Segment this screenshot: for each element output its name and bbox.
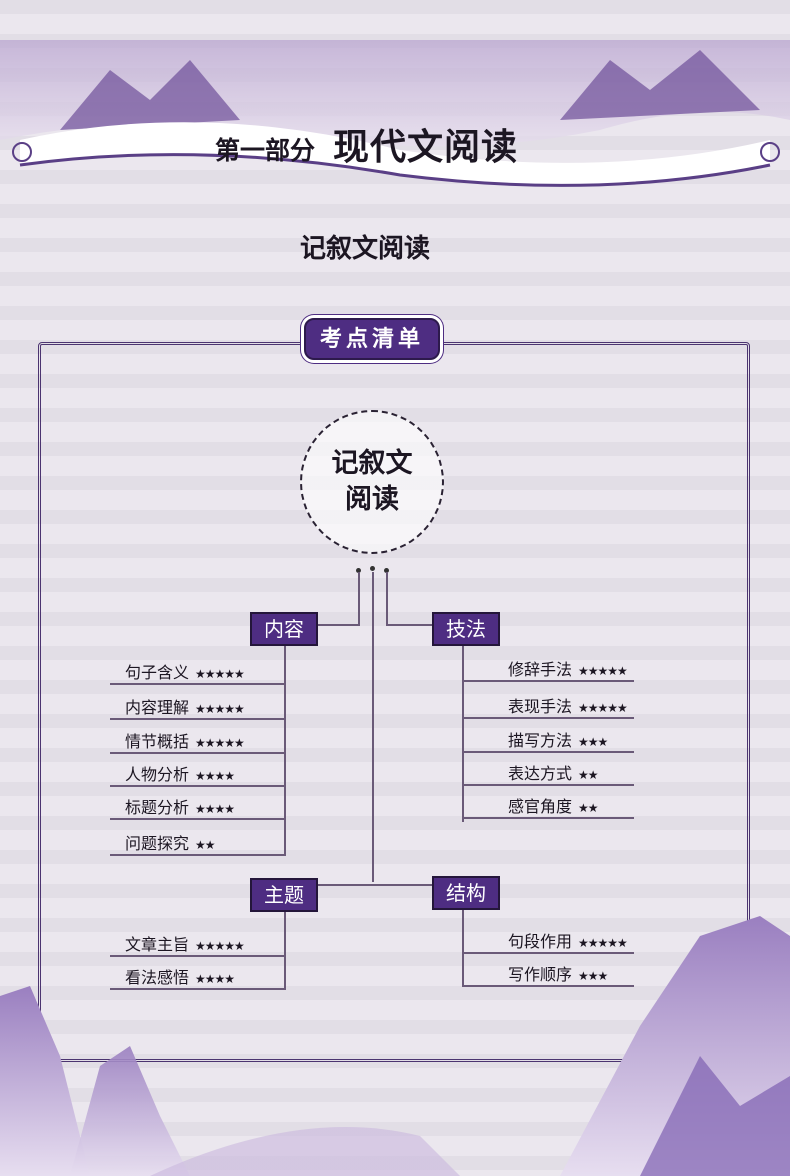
branch-line bbox=[284, 646, 286, 856]
star-rating: ★★★★★ bbox=[195, 736, 245, 750]
star-rating: ★★★★ bbox=[195, 972, 235, 986]
star-rating: ★★ bbox=[578, 801, 598, 815]
branch-structure: 结构 bbox=[432, 876, 500, 910]
item-name: 表达方式 bbox=[508, 764, 573, 783]
item-name: 看法感悟 bbox=[125, 968, 190, 987]
list-item: 句子含义 ★★★★★ bbox=[125, 659, 245, 683]
list-item: 句段作用 ★★★★★ bbox=[508, 928, 628, 952]
star-rating: ★★★★★ bbox=[578, 664, 628, 678]
item-name: 表现手法 bbox=[508, 697, 573, 716]
connector bbox=[386, 572, 388, 624]
branch-line bbox=[462, 910, 464, 986]
star-rating: ★★★★★ bbox=[195, 702, 245, 716]
item-name: 文章主旨 bbox=[125, 935, 190, 954]
center-node: 记叙文 阅读 bbox=[300, 410, 444, 554]
landscape-banner bbox=[0, 40, 790, 187]
trunk-line bbox=[372, 572, 374, 882]
branch-theme: 主题 bbox=[250, 878, 318, 912]
underline bbox=[462, 717, 634, 719]
item-name: 内容理解 bbox=[125, 698, 190, 717]
item-name: 问题探究 bbox=[125, 834, 190, 853]
list-item: 表现手法 ★★★★★ bbox=[508, 693, 628, 717]
list-item: 写作顺序 ★★★ bbox=[508, 961, 608, 985]
item-name: 情节概括 bbox=[125, 732, 190, 751]
connector bbox=[372, 884, 432, 886]
item-name: 写作顺序 bbox=[508, 965, 573, 984]
connector bbox=[358, 572, 360, 624]
star-rating: ★★★★★ bbox=[195, 939, 245, 953]
underline bbox=[462, 952, 634, 954]
list-item: 看法感悟 ★★★★ bbox=[125, 964, 235, 988]
underline bbox=[110, 718, 286, 720]
center-line2: 阅读 bbox=[345, 484, 399, 515]
branch-technique: 技法 bbox=[432, 612, 500, 646]
center-line1: 记叙文 bbox=[331, 448, 413, 479]
underline bbox=[110, 752, 286, 754]
star-rating: ★★★★ bbox=[195, 769, 235, 783]
item-name: 描写方法 bbox=[508, 731, 573, 750]
list-item: 标题分析 ★★★★ bbox=[125, 794, 235, 818]
underline bbox=[462, 817, 634, 819]
dot bbox=[384, 568, 389, 573]
underline bbox=[462, 985, 634, 987]
item-name: 句段作用 bbox=[508, 932, 573, 951]
star-rating: ★★★ bbox=[578, 735, 608, 749]
item-name: 感官角度 bbox=[508, 797, 573, 816]
list-item: 描写方法 ★★★ bbox=[508, 727, 608, 751]
connector bbox=[386, 624, 432, 626]
underline bbox=[462, 784, 634, 786]
branch-line bbox=[284, 912, 286, 990]
list-item: 文章主旨 ★★★★★ bbox=[125, 931, 245, 955]
dot bbox=[370, 566, 375, 571]
item-name: 句子含义 bbox=[125, 663, 190, 682]
list-item: 表达方式 ★★ bbox=[508, 760, 599, 784]
underline bbox=[462, 680, 634, 682]
mountain-decoration bbox=[0, 916, 790, 1176]
star-rating: ★★★★★ bbox=[578, 701, 628, 715]
checklist-tag: 考点清单 bbox=[304, 318, 440, 360]
star-rating: ★★★★★ bbox=[195, 667, 245, 681]
star-rating: ★★★ bbox=[578, 969, 608, 983]
item-name: 人物分析 bbox=[125, 765, 190, 784]
list-item: 问题探究 ★★ bbox=[125, 830, 216, 854]
part-heading: 第一部分 现代文阅读 bbox=[215, 118, 518, 170]
list-item: 修辞手法 ★★★★★ bbox=[508, 656, 628, 680]
dot bbox=[356, 568, 361, 573]
underline bbox=[462, 751, 634, 753]
part-label: 第一部分 bbox=[215, 136, 316, 165]
connector bbox=[318, 624, 360, 626]
underline bbox=[110, 785, 286, 787]
list-item: 感官角度 ★★ bbox=[508, 793, 599, 817]
branch-line bbox=[462, 646, 464, 822]
underline bbox=[110, 854, 286, 856]
star-rating: ★★ bbox=[578, 768, 598, 782]
item-name: 标题分析 bbox=[125, 798, 190, 817]
star-rating: ★★★★ bbox=[195, 802, 235, 816]
star-rating: ★★ bbox=[195, 838, 215, 852]
list-item: 人物分析 ★★★★ bbox=[125, 761, 235, 785]
section-title: 现代文阅读 bbox=[333, 127, 519, 168]
branch-content: 内容 bbox=[250, 612, 318, 646]
chapter-subtitle: 记叙文阅读 bbox=[300, 234, 431, 264]
connector bbox=[318, 884, 374, 886]
underline bbox=[110, 818, 286, 820]
underline bbox=[110, 988, 286, 990]
list-item: 内容理解 ★★★★★ bbox=[125, 694, 245, 718]
star-rating: ★★★★★ bbox=[578, 936, 628, 950]
list-item: 情节概括 ★★★★★ bbox=[125, 728, 245, 752]
underline bbox=[110, 683, 286, 685]
underline bbox=[110, 955, 286, 957]
item-name: 修辞手法 bbox=[508, 660, 573, 679]
